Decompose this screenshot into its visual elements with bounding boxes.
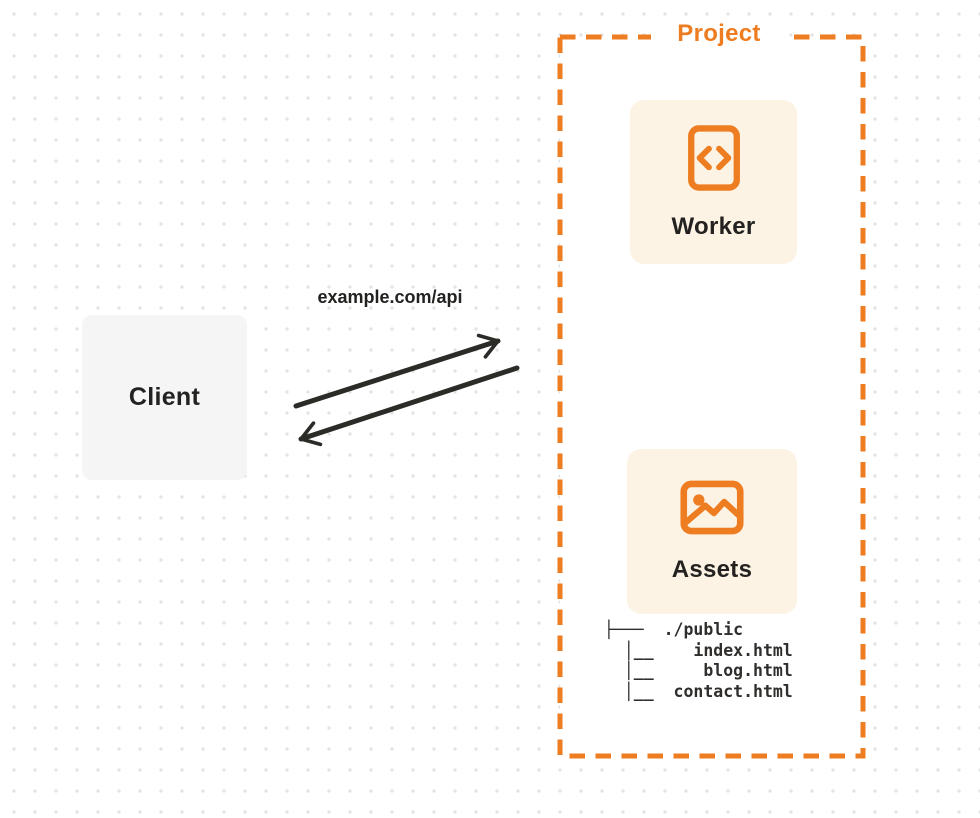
client-node: Client <box>82 315 247 480</box>
worker-node: Worker <box>630 100 797 264</box>
client-label: Client <box>128 383 201 411</box>
project-boundary-label: Project <box>651 20 787 48</box>
request-url-label: example.com/api <box>317 287 463 307</box>
assets-label: Assets <box>671 555 753 583</box>
response-arrow <box>298 365 520 447</box>
image-icon <box>680 480 744 540</box>
code-file-icon <box>687 124 741 197</box>
request-arrow <box>293 333 501 409</box>
worker-label: Worker <box>671 212 756 240</box>
file-tree: ├─── ./public │__ index.html │__ blog.ht… <box>604 620 793 701</box>
assets-node: Assets <box>627 449 797 614</box>
